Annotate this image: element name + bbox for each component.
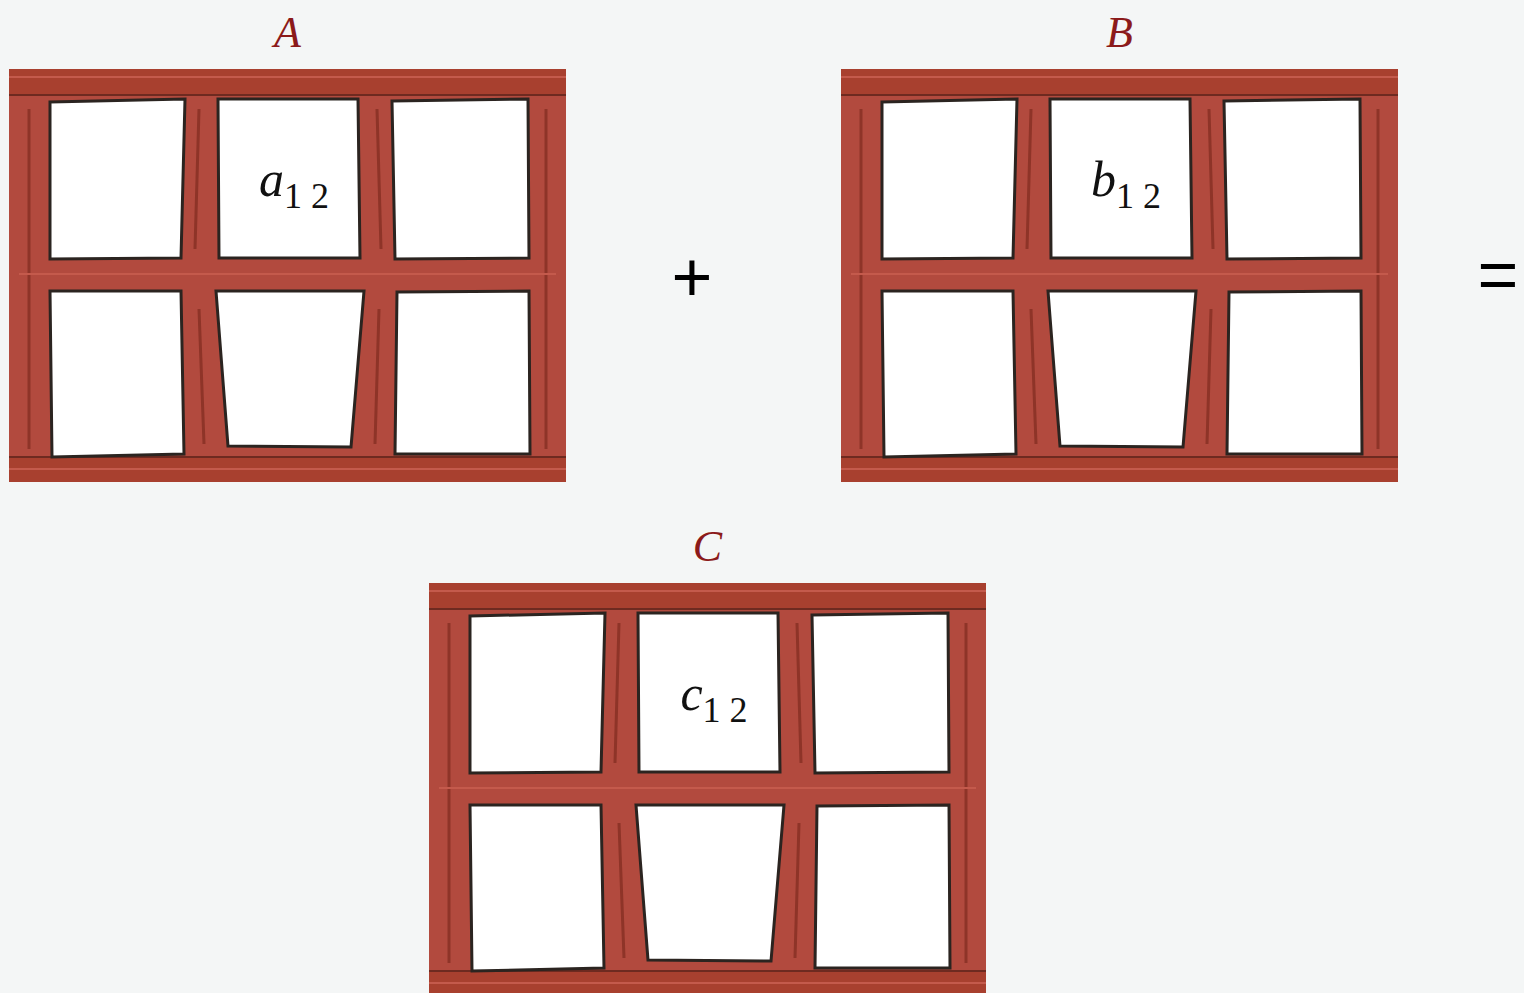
entry-index: 1 2 [284,178,329,214]
entry-symbol: b [1079,154,1116,204]
matrix-frame: Cc1 2 [429,583,986,993]
matrix-entry: b1 2 [1050,100,1190,258]
matrix-entry: a1 2 [218,100,358,258]
entry-symbol: a [247,154,284,204]
entry-index: 1 2 [703,692,748,728]
operator-sign: + [662,242,722,312]
matrix-entry: c1 2 [638,614,778,772]
entry-symbol: c [668,668,702,718]
window-frame [841,69,1398,482]
matrix-frame: Aa1 2 [9,69,566,482]
operator-sign: = [1468,240,1524,310]
entry-index: 1 2 [1116,178,1161,214]
matrix-name: C [429,523,986,571]
window-frame [429,583,986,993]
window-frame [9,69,566,482]
matrix-name: B [841,9,1398,57]
matrix-name: A [9,9,566,57]
matrix-frame: Bb1 2 [841,69,1398,482]
